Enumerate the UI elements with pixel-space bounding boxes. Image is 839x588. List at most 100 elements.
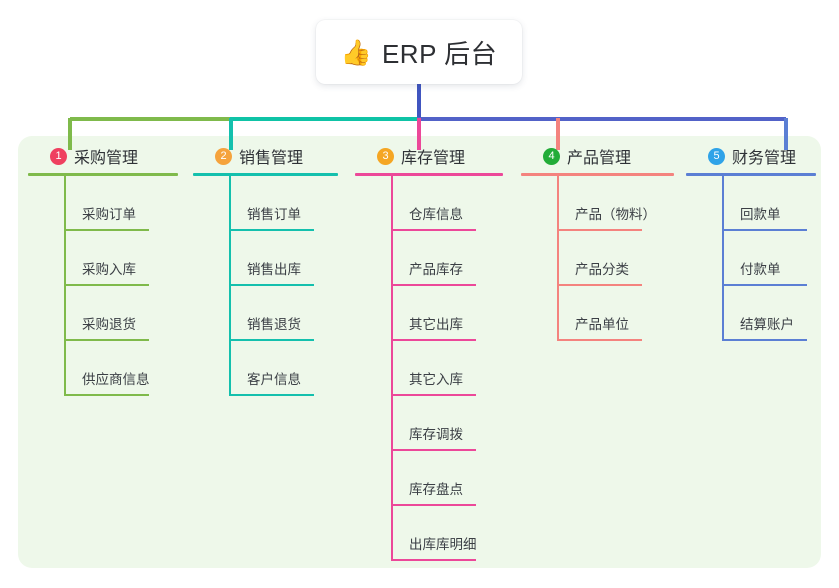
leaf-item[interactable]: 销售出库	[193, 231, 338, 286]
leaf-item-rule	[557, 284, 642, 286]
leaf-item[interactable]: 回款单	[686, 176, 816, 231]
leaf-item-label: 回款单	[740, 207, 781, 222]
column-spine-3	[391, 176, 393, 561]
leaf-item[interactable]: 客户信息	[193, 341, 338, 396]
column-items-2: 销售订单销售出库销售退货客户信息	[193, 176, 338, 396]
leaf-item[interactable]: 仓库信息	[355, 176, 503, 231]
leaf-item-label: 产品单位	[575, 317, 629, 332]
column-header-5[interactable]: 5 财务管理	[686, 142, 816, 170]
column-2: 2 销售管理销售订单销售出库销售退货客户信息	[193, 142, 338, 396]
leaf-item-label: 采购入库	[82, 262, 136, 277]
leaf-item[interactable]: 产品库存	[355, 231, 503, 286]
leaf-item-rule	[391, 229, 476, 231]
column-spine-2	[229, 176, 231, 396]
leaf-item-label: 产品分类	[575, 262, 629, 277]
leaf-item-rule	[557, 229, 642, 231]
leaf-item-label: 供应商信息	[82, 372, 150, 387]
root-node[interactable]: 👍 ERP 后台	[316, 20, 522, 84]
root-title: ERP 后台	[381, 38, 498, 69]
content-panel	[18, 136, 821, 568]
leaf-item-label: 销售订单	[247, 207, 301, 222]
column-5: 5 财务管理回款单付款单结算账户	[686, 142, 816, 341]
leaf-item-label: 仓库信息	[409, 207, 463, 222]
column-badge-5: 5	[708, 147, 725, 165]
column-title-3: 库存管理	[401, 150, 466, 167]
column-title-2: 销售管理	[239, 150, 304, 167]
column-items-3: 仓库信息产品库存其它出库其它入库库存调拨库存盘点出库库明细	[355, 176, 503, 561]
column-header-4[interactable]: 4 产品管理	[521, 142, 674, 170]
column-badge-4: 4	[543, 147, 560, 165]
leaf-item-label: 采购订单	[82, 207, 136, 222]
leaf-item-label: 销售退货	[247, 317, 301, 332]
column-rule-1	[28, 173, 178, 176]
leaf-item[interactable]: 其它入库	[355, 341, 503, 396]
leaf-item-rule	[557, 339, 642, 341]
leaf-item[interactable]: 采购入库	[28, 231, 178, 286]
leaf-item[interactable]: 产品分类	[521, 231, 674, 286]
leaf-item-rule	[229, 339, 314, 341]
column-4: 4 产品管理产品（物料） 产品分类产品单位	[521, 142, 674, 341]
leaf-item-label: 客户信息	[247, 372, 301, 387]
leaf-item-rule	[229, 284, 314, 286]
leaf-item-rule	[64, 394, 149, 396]
leaf-item-rule	[391, 504, 476, 506]
leaf-item[interactable]: 销售退货	[193, 286, 338, 341]
leaf-item-label: 其它入库	[409, 372, 463, 387]
column-items-1: 采购订单采购入库采购退货供应商信息	[28, 176, 178, 396]
leaf-item-rule	[64, 229, 149, 231]
leaf-item-rule	[64, 339, 149, 341]
column-items-4: 产品（物料） 产品分类产品单位	[521, 176, 674, 341]
leaf-item[interactable]: 采购订单	[28, 176, 178, 231]
column-title-5: 财务管理	[732, 150, 797, 167]
leaf-item-rule	[391, 394, 476, 396]
leaf-item[interactable]: 出库库明细	[355, 506, 503, 561]
leaf-item-rule	[391, 559, 476, 561]
column-rule-4	[521, 173, 674, 176]
column-rule-3	[355, 173, 503, 176]
leaf-item-label: 出库库明细	[409, 537, 477, 552]
leaf-item[interactable]: 其它出库	[355, 286, 503, 341]
leaf-item[interactable]: 供应商信息	[28, 341, 178, 396]
column-spine-1	[64, 176, 66, 396]
column-spine-5	[722, 176, 724, 341]
leaf-item-label: 采购退货	[82, 317, 136, 332]
leaf-item-rule	[64, 284, 149, 286]
leaf-item-label: 产品库存	[409, 262, 463, 277]
leaf-item-label: 产品（物料）	[575, 207, 656, 222]
leaf-item-label: 付款单	[740, 262, 781, 277]
leaf-item-label: 库存盘点	[409, 482, 463, 497]
leaf-item-rule	[722, 229, 807, 231]
leaf-item-label: 库存调拨	[409, 427, 463, 442]
leaf-item[interactable]: 采购退货	[28, 286, 178, 341]
leaf-item-rule	[722, 339, 807, 341]
leaf-item[interactable]: 付款单	[686, 231, 816, 286]
column-header-2[interactable]: 2 销售管理	[193, 142, 338, 170]
column-badge-2: 2	[215, 147, 232, 165]
leaf-item-label: 其它出库	[409, 317, 463, 332]
leaf-item-rule	[391, 449, 476, 451]
column-rule-5	[686, 173, 816, 176]
column-title-4: 产品管理	[567, 150, 632, 167]
leaf-item[interactable]: 结算账户	[686, 286, 816, 341]
leaf-item-rule	[391, 284, 476, 286]
column-spine-4	[557, 176, 559, 341]
leaf-item[interactable]: 库存调拨	[355, 396, 503, 451]
leaf-item[interactable]: 库存盘点	[355, 451, 503, 506]
leaf-item-rule	[391, 339, 476, 341]
column-rule-2	[193, 173, 338, 176]
leaf-item[interactable]: 产品单位	[521, 286, 674, 341]
leaf-item-label: 销售出库	[247, 262, 301, 277]
leaf-item-rule	[229, 229, 314, 231]
thumbs-up-icon: 👍	[340, 37, 372, 67]
leaf-item-label: 结算账户	[740, 317, 794, 332]
leaf-item[interactable]: 产品（物料）	[521, 176, 674, 231]
leaf-item[interactable]: 销售订单	[193, 176, 338, 231]
column-badge-1: 1	[50, 147, 67, 165]
column-items-5: 回款单付款单结算账户	[686, 176, 816, 341]
leaf-item-rule	[722, 284, 807, 286]
